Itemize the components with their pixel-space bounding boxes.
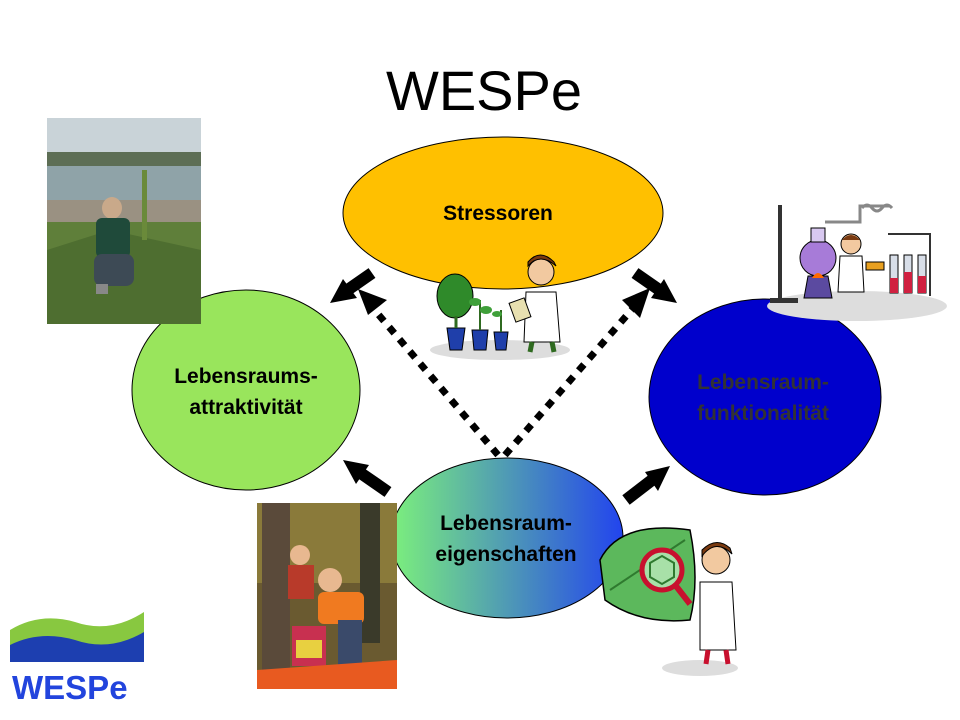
node-lebensraum-eigenschaften [390,457,624,619]
arrow-stressoren-to-funktionalitaet [631,268,677,303]
node-stressoren [342,136,664,290]
logo-wordmark: WESPe [12,669,128,706]
label-eigenschaften-line1: Lebensraum- [440,512,572,535]
label-attraktivitaet-line2: attraktivität [189,396,302,419]
label-attraktivitaet-line1: Lebensraums- [174,365,318,388]
logo-wordmark-we: WE [12,669,65,706]
river-observer-photo [47,118,201,324]
label-funktionalitaet-line1: Lebensraum- [697,371,829,394]
arrow-eigenschaften-to-attraktivitaet [343,460,392,497]
arrow-eigenschaften-to-funktionalitaet [622,466,670,505]
lab-scientist-clipart [767,203,947,321]
wespe-logo: WESPe [10,605,144,706]
dotted-arrow-to-funktionalitaet [502,288,650,458]
label-stressoren: Stressoren [443,202,553,225]
dotted-arrow-to-attraktivitaet [358,289,501,458]
logo-wordmark-spe: SPe [65,669,127,706]
forest-fieldwork-photo [257,503,397,689]
label-eigenschaften-line2: eigenschaften [435,543,576,566]
node-lebensraum-funktionalitaet [648,298,882,496]
node-lebensraums-attraktivitaet [131,289,361,491]
label-funktionalitaet-line2: funktionalität [697,402,829,425]
scientist-plants-clipart [430,254,570,360]
leaf-magnifier-scientist-clipart [599,527,738,676]
arrow-stressoren-to-attraktivitaet [330,268,376,303]
page-title: WESPe [386,59,582,122]
